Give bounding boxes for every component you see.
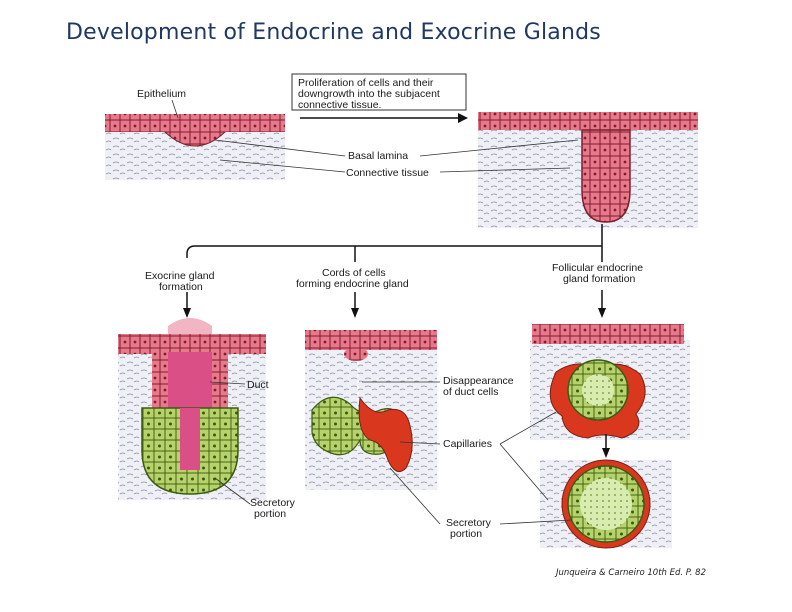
label-connective-tissue: Connective tissue [346, 167, 429, 179]
proliferation-arrow [300, 113, 468, 123]
label-proliferation-2: downgrowth into the subjacent [298, 88, 440, 100]
label-follicular-1: Follicular endocrine [552, 262, 643, 274]
follicular-gland-mature [540, 459, 672, 549]
label-cords-1: Cords of cells [322, 267, 386, 279]
exocrine-gland [118, 318, 266, 500]
label-disappearance-2: of duct cells [443, 386, 498, 398]
label-disappearance-1: Disappearance [443, 375, 514, 387]
branch-arrowheads [183, 308, 606, 318]
label-basal-lamina: Basal lamina [348, 150, 408, 162]
stage-epithelium-bud [105, 114, 285, 180]
label-leaders [171, 99, 579, 173]
label-follicular-2: gland formation [563, 273, 636, 285]
stage-downgrowth [478, 112, 698, 228]
label-exocrine-1: Exocrine gland [145, 270, 215, 282]
citation: Junqueira & Carneiro 10th Ed. P. 82 [556, 568, 706, 578]
branch-connector [186, 224, 603, 262]
label-secretory-right-2: portion [450, 528, 482, 540]
label-duct: Duct [247, 379, 269, 391]
label-secretory-right-1: Secretory [446, 517, 492, 529]
page-title: Development of Endocrine and Exocrine Gl… [66, 20, 601, 45]
label-capillaries: Capillaries [443, 438, 492, 450]
label-cords-2: forming endocrine gland [296, 278, 409, 290]
label-epithelium: Epithelium [137, 88, 186, 100]
follicular-gland-early [530, 324, 690, 440]
proliferation-box [291, 73, 467, 111]
endocrine-cords [305, 330, 437, 490]
label-proliferation-3: connective tissue. [298, 99, 381, 111]
label-exocrine-2: formation [159, 281, 203, 293]
label-secretory-left-2: portion [254, 508, 286, 520]
label-secretory-left-1: Secretory [250, 497, 296, 509]
label-proliferation-1: Proliferation of cells and their [298, 77, 434, 89]
